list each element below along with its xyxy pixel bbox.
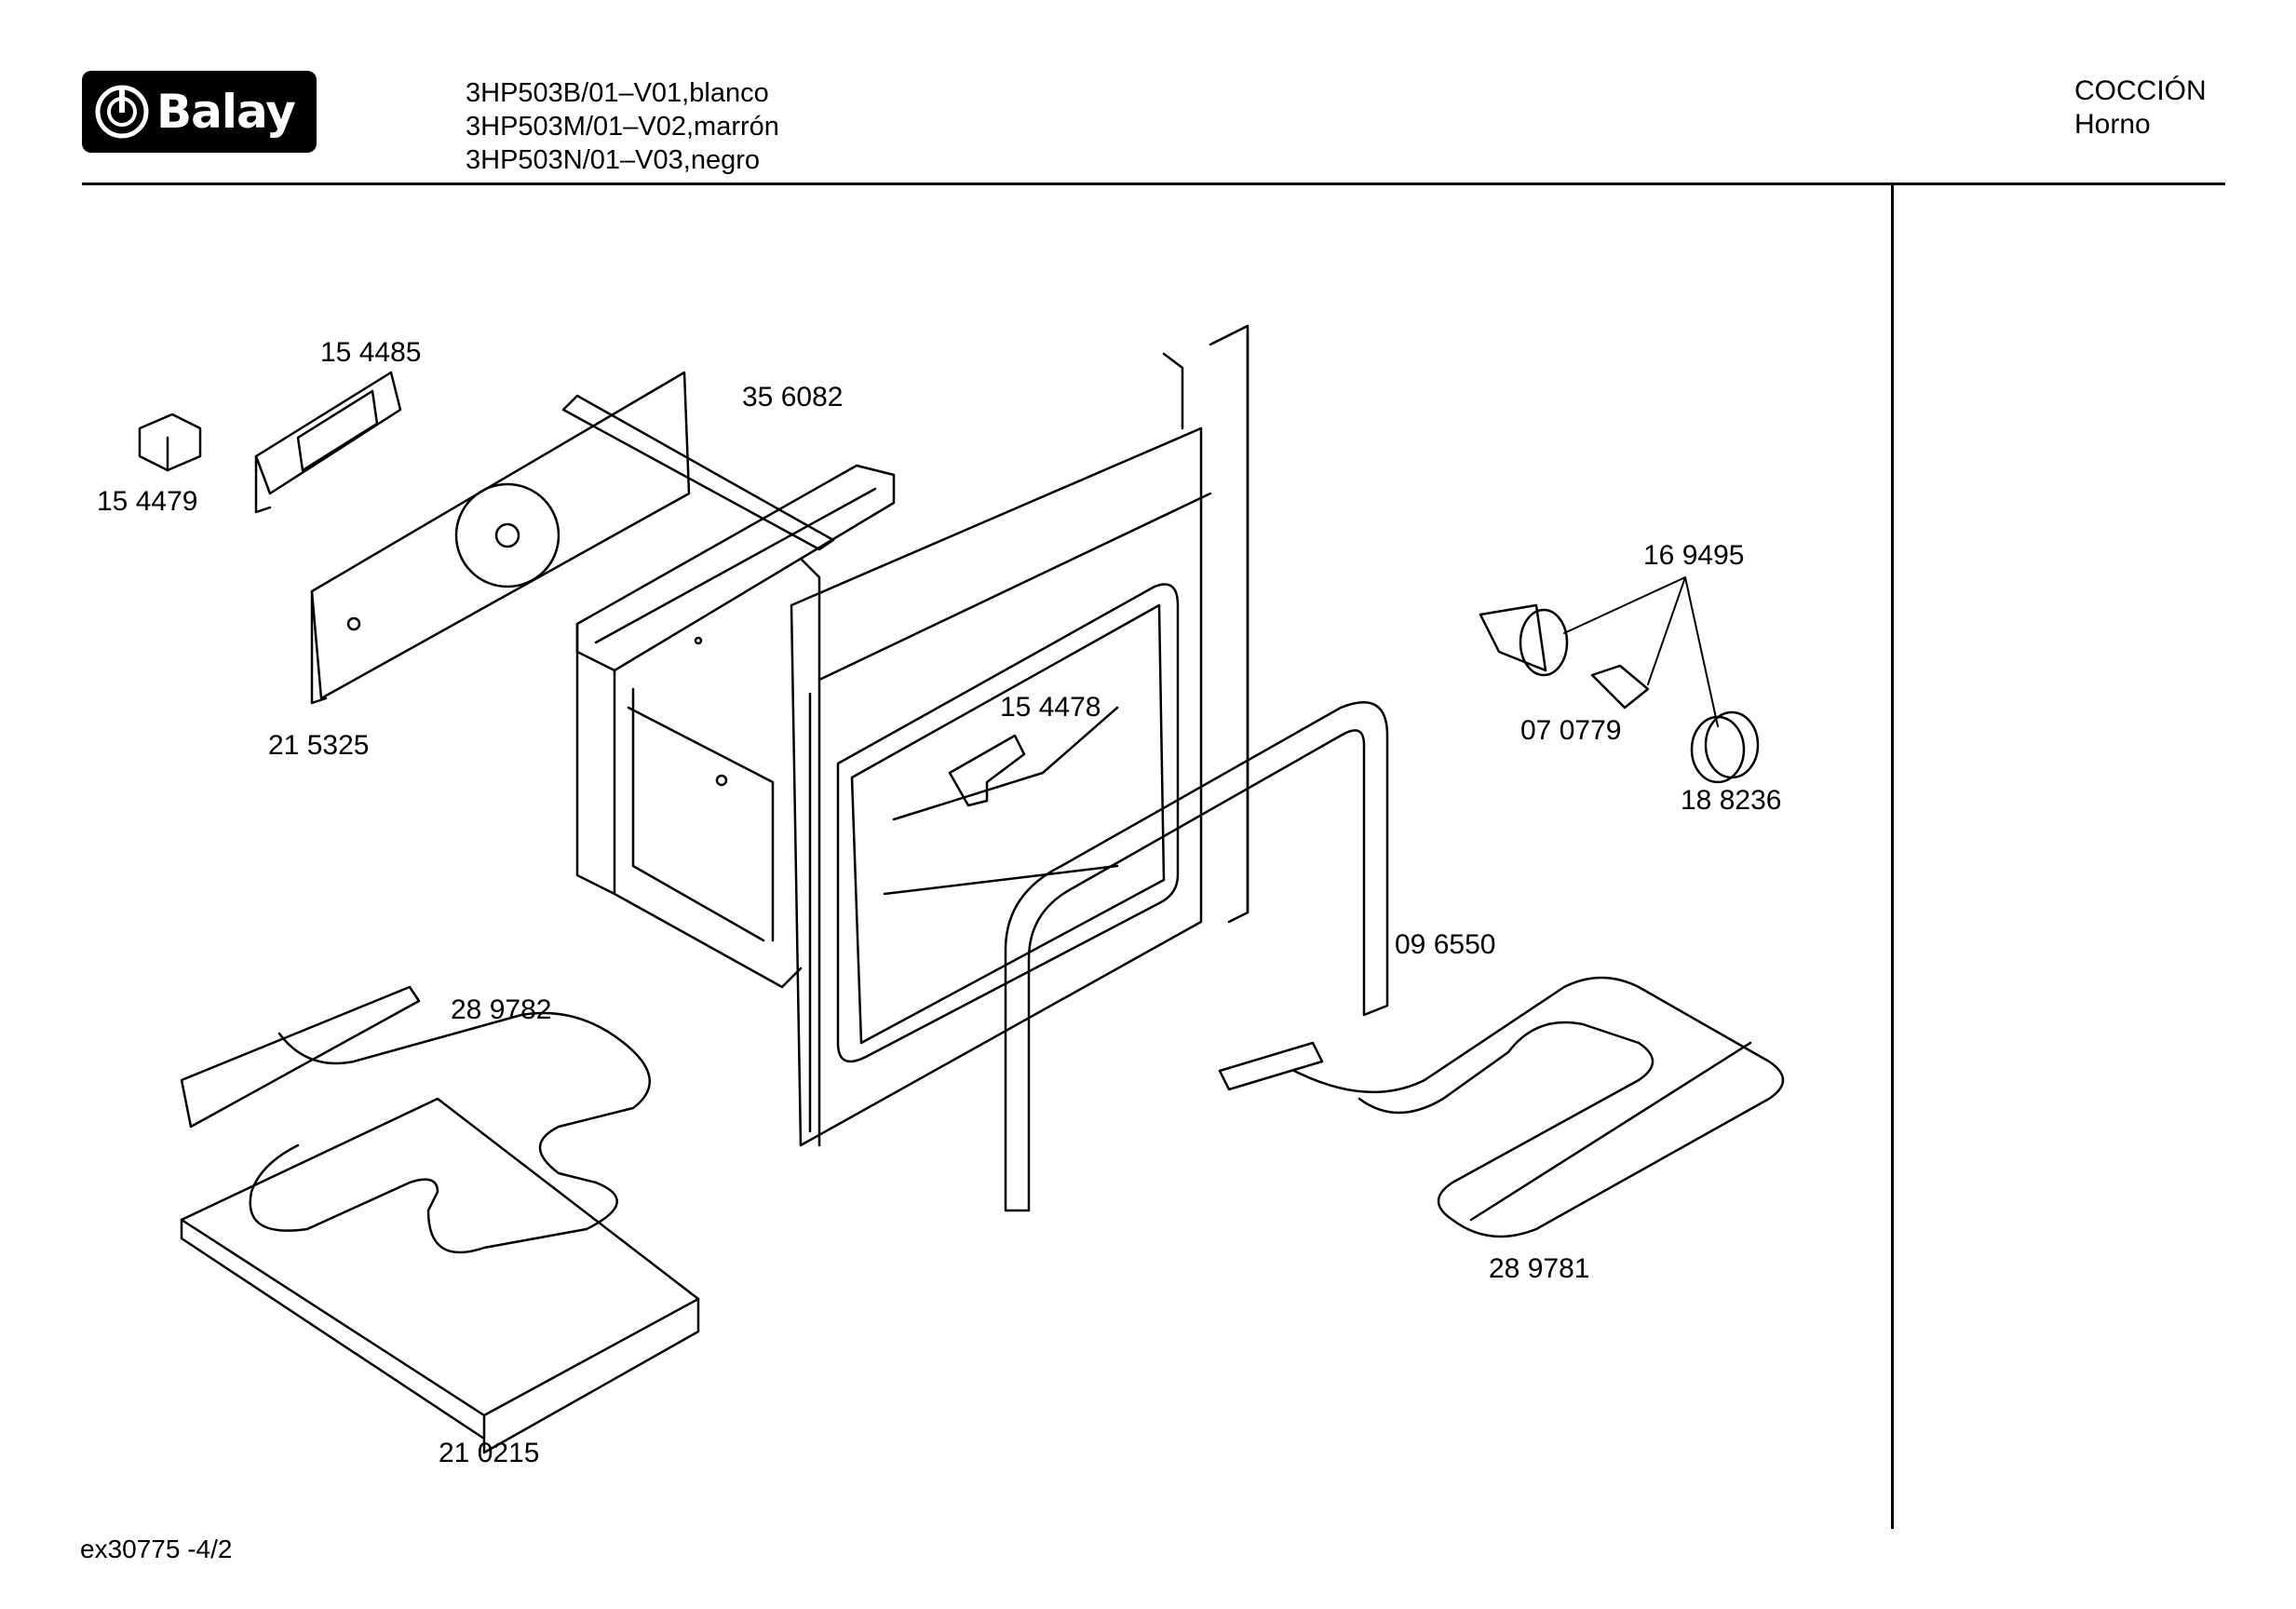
model-line: 3HP503N/01–V03,negro [466, 145, 761, 175]
bulb [1590, 664, 1650, 710]
switch-part [138, 412, 202, 472]
oven-front-frame [790, 324, 1249, 1147]
door-seal-frame [1004, 701, 1389, 1212]
part-number-label: 15 4485 [320, 337, 422, 368]
document-reference: ex30775 -4/2 [80, 1535, 233, 1563]
part-number-label: 35 6082 [742, 382, 844, 412]
model-list: 3HP503B/01–V01,blanco 3HP503M/01–V02,mar… [466, 76, 779, 177]
lamp-holder [1479, 603, 1569, 677]
part-number-label: 18 8236 [1681, 785, 1782, 816]
part-number-label: 15 4478 [1000, 692, 1101, 723]
model-line: 3HP503M/01–V02,marrón [466, 112, 779, 142]
category-block: COCCIÓN Horno [2074, 74, 2207, 142]
leader-lines [1563, 576, 1719, 727]
rear-panel [310, 371, 691, 705]
header-divider [82, 183, 2225, 185]
top-strip [561, 394, 835, 551]
brand-name: Balay [156, 85, 296, 139]
subcategory-title: Horno [2074, 109, 2151, 140]
balay-logo-icon [95, 85, 149, 139]
part-number-label: 15 4479 [97, 486, 198, 517]
balay-logo: Balay [82, 71, 317, 153]
part-number-label: 09 6550 [1395, 929, 1496, 960]
small-bracket [948, 734, 1026, 807]
lamp-cover [1690, 710, 1760, 784]
part-number-label: 16 9495 [1643, 540, 1745, 571]
model-line: 3HP503B/01–V01,blanco [466, 78, 769, 108]
category-title: COCCIÓN [2074, 75, 2207, 106]
oven-cavity [575, 464, 896, 989]
part-number-label: 21 5325 [268, 730, 370, 761]
bottom-tray [180, 1097, 700, 1454]
part-number-label: 28 9782 [451, 994, 552, 1025]
part-number-label: 28 9781 [1489, 1253, 1590, 1284]
bracket-part [254, 371, 402, 514]
part-number-label: 07 0779 [1520, 715, 1622, 746]
part-number-label: 21 0215 [439, 1438, 540, 1468]
upper-heating-element [1218, 976, 1785, 1238]
side-divider [1891, 184, 1894, 1529]
lower-heating-element [180, 985, 651, 1254]
